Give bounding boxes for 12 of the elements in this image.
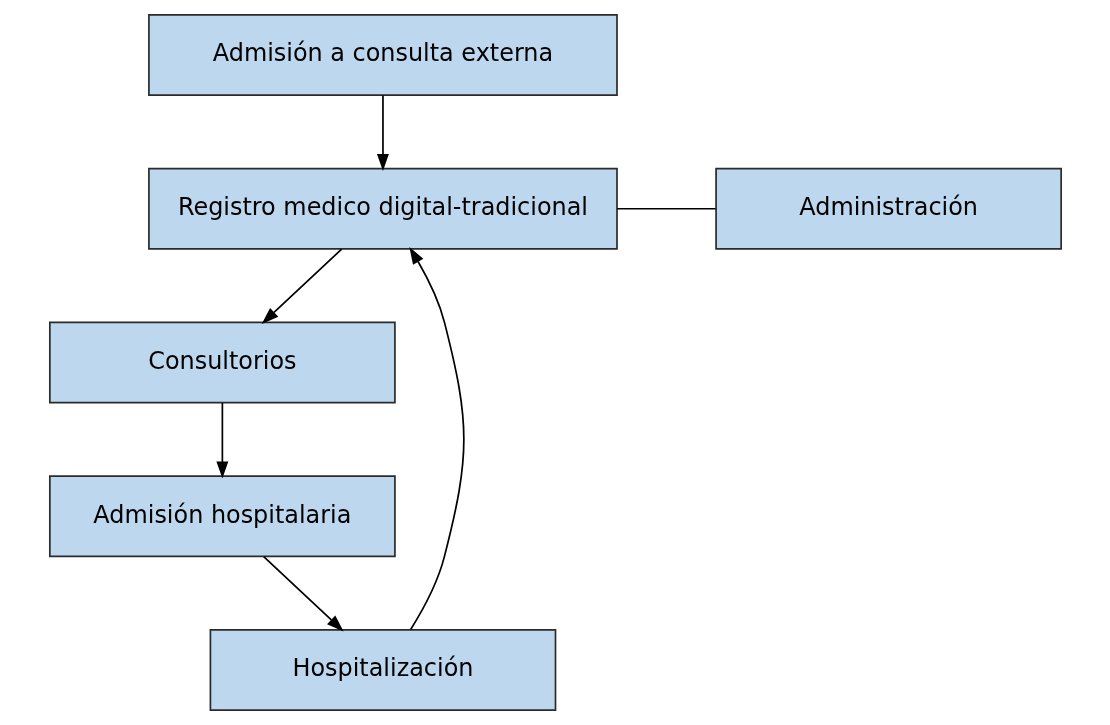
node-box: Admisión hospitalaria (48, 475, 396, 558)
arrow (261, 248, 342, 324)
arrow (376, 94, 389, 172)
node-box: Registro medico digital-tradicional (147, 167, 618, 250)
node-box: Administración (714, 167, 1062, 250)
node-box: Consultorios (48, 321, 396, 404)
node-box: Admisión a consulta externa (147, 14, 618, 96)
arrow (262, 555, 344, 632)
arrow (215, 402, 228, 479)
node-box: Hospitalización (209, 629, 556, 711)
connector (615, 207, 717, 210)
arrow (408, 247, 465, 631)
